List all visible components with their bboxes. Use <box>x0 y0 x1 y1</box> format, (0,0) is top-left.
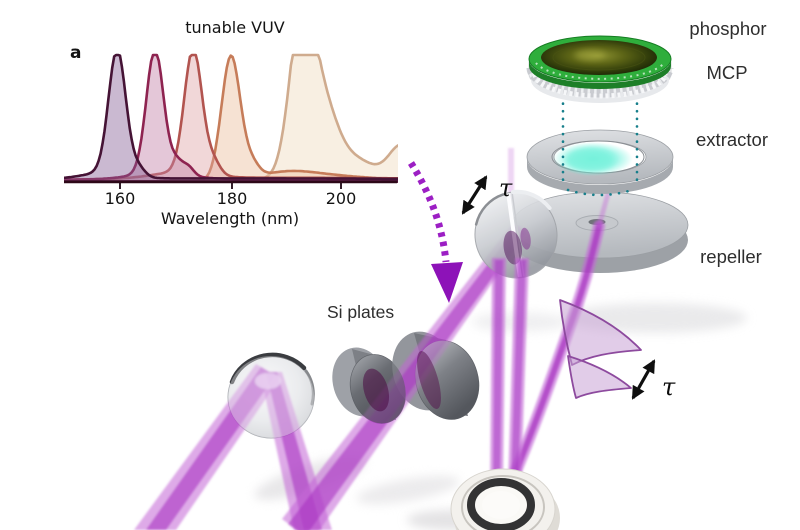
extractor-side <box>527 158 673 194</box>
beam-through-si-core <box>288 225 526 530</box>
si-plate-right-reflection <box>417 351 441 409</box>
extractor-ring <box>526 129 674 194</box>
delay-arrow-right <box>631 359 656 400</box>
tick-label-200: 200 <box>326 189 357 208</box>
pulse-envelope-1 <box>559 299 642 366</box>
focusing-lens <box>450 468 560 530</box>
delay-annotation-top: τ <box>461 174 513 215</box>
phosphor-swirl <box>552 44 646 71</box>
tick-label-180: 180 <box>217 189 248 208</box>
tau-label-top: τ <box>499 174 513 202</box>
split-mirror-reflection-2 <box>520 227 531 250</box>
tau-label-right: τ <box>662 373 676 401</box>
shadow-si-plates <box>356 475 460 505</box>
label-phosphor: phosphor <box>689 18 766 39</box>
label-extractor: extractor <box>696 129 768 150</box>
beam-above-split-mirror <box>508 148 514 200</box>
phosphor-rim-side <box>529 60 671 89</box>
panel-label: a <box>70 43 81 63</box>
lens-outer-groove <box>461 475 545 530</box>
delay-arrow-top <box>461 175 488 215</box>
label-mcp: MCP <box>706 62 747 83</box>
round-mirror-rim-side <box>304 369 315 406</box>
beam-split-left-core <box>493 260 503 484</box>
round-mirror-glass <box>228 356 314 438</box>
pulse-pair <box>559 299 642 399</box>
beam-spot-round-mirror <box>255 373 281 389</box>
x-axis-ticks <box>119 183 342 189</box>
phosphor-glow-spot <box>575 50 605 60</box>
dashed-arrow-path <box>408 161 450 263</box>
label-repeller: repeller <box>700 246 762 267</box>
split-mirror-reflection-1 <box>503 230 522 265</box>
electron-cloud-core <box>566 149 614 171</box>
pulse-envelope-2 <box>567 355 632 399</box>
beam-split-right-core <box>511 260 526 484</box>
chart-title: tunable VUV <box>185 18 285 37</box>
dashed-arrow-head <box>431 262 463 303</box>
spectra-curves <box>64 53 398 183</box>
mcp-highlight-texture <box>532 73 668 99</box>
x-axis-label: Wavelength (nm) <box>161 209 299 228</box>
split-mirror-rim-bright <box>510 189 552 211</box>
label-si-plates: Si plates <box>327 302 394 322</box>
si-plate-left-reflection <box>362 368 390 412</box>
lens-center <box>482 491 520 519</box>
electron-trajectory-dots <box>561 94 639 197</box>
dashed-guide-arrow <box>408 161 463 303</box>
delay-annotation-right: τ <box>631 359 676 401</box>
round-mirror-rim-dark <box>229 352 307 385</box>
beam-in-lower-left-core <box>146 367 275 530</box>
vuv-spectra-chart: tunable VUV a 160 180 200 Wavelength (nm… <box>64 18 398 228</box>
tick-label-160: 160 <box>105 189 136 208</box>
phosphor-screen <box>528 35 672 89</box>
laser-beams <box>134 148 527 530</box>
spectrum-curve-1 <box>64 53 398 183</box>
split-beams-down <box>490 258 529 484</box>
